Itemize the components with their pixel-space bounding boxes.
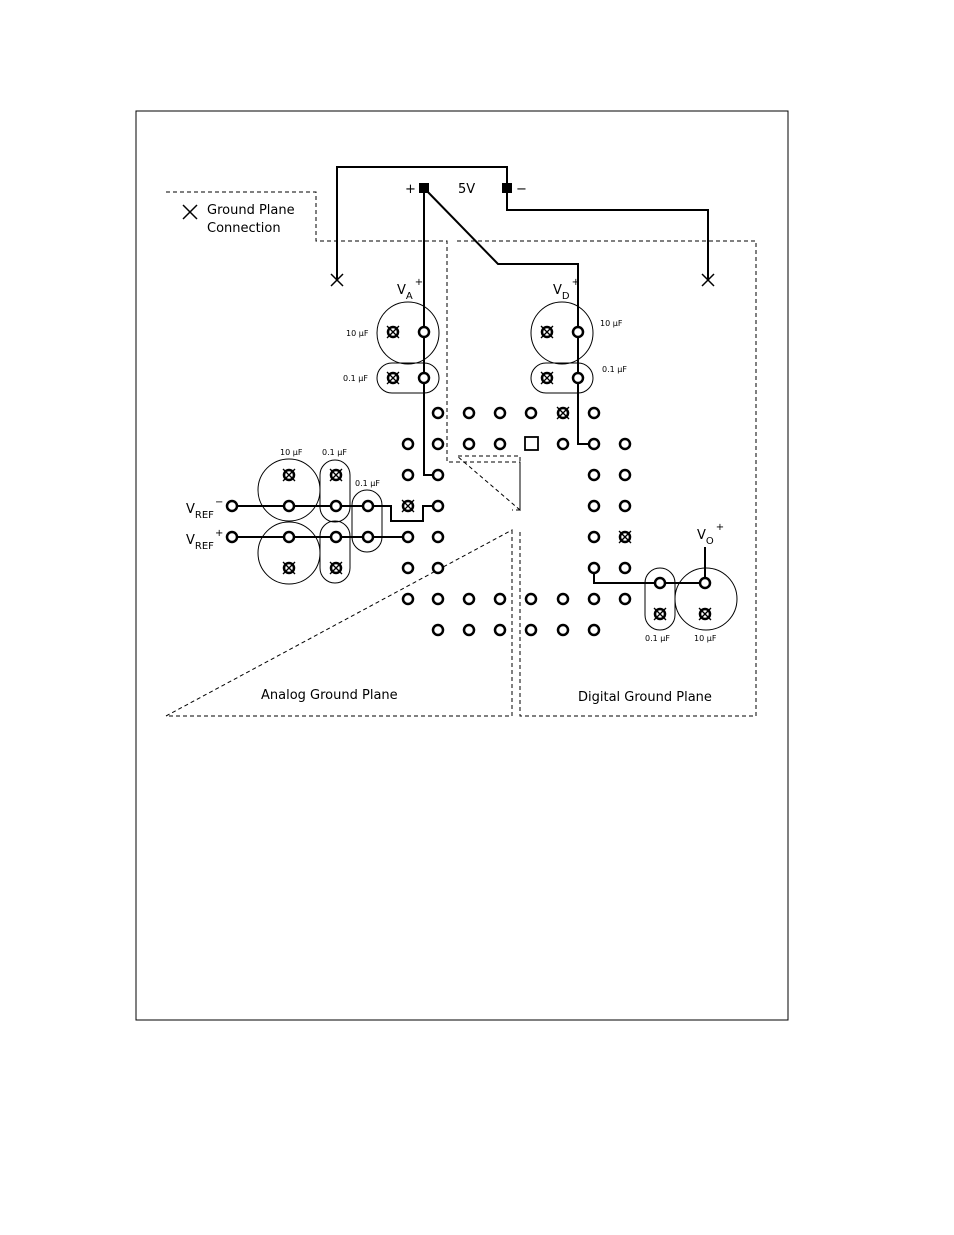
ground-via-icon <box>557 407 569 419</box>
pad <box>419 327 429 337</box>
ref-01uf-label-2: 0.1 µF <box>355 479 380 488</box>
pad <box>589 408 599 418</box>
figure-border <box>136 111 788 1020</box>
pad <box>526 408 536 418</box>
supply-plus-label: + <box>405 182 416 197</box>
pad <box>433 501 443 511</box>
pad <box>526 625 536 635</box>
pad <box>227 501 237 511</box>
supply-minus-terminal <box>502 183 512 193</box>
supply-plus-terminal <box>419 183 429 193</box>
vref-neg-label: VREF− <box>186 497 223 521</box>
pad <box>331 501 341 511</box>
vo-01uf-label: 0.1 µF <box>645 634 670 643</box>
supply-voltage-label: 5V <box>458 182 475 197</box>
pad <box>558 439 568 449</box>
pad <box>495 625 505 635</box>
pad <box>403 532 413 542</box>
ground-via-icon <box>330 562 342 574</box>
pin1-square-pad <box>525 437 538 450</box>
pad <box>589 439 599 449</box>
pad <box>589 594 599 604</box>
legend-line2: Connection <box>207 221 281 236</box>
pad <box>419 373 429 383</box>
pad <box>433 439 443 449</box>
pad <box>526 594 536 604</box>
ground-connection-icon <box>183 205 197 219</box>
va-label: VA+ <box>397 277 423 302</box>
pad <box>573 327 583 337</box>
pad <box>403 439 413 449</box>
pad <box>589 532 599 542</box>
ground-via-icon <box>654 608 666 620</box>
legend-line1: Ground Plane <box>207 203 295 218</box>
ground-via-icon <box>387 326 399 338</box>
vo-label: VO+ <box>697 522 724 547</box>
pad <box>495 439 505 449</box>
vd-01uf-label: 0.1 µF <box>602 365 627 374</box>
pad <box>464 439 474 449</box>
pad <box>464 408 474 418</box>
pads-group <box>227 326 711 635</box>
pad <box>433 594 443 604</box>
ground-via-icon <box>283 562 295 574</box>
ground-via-icon <box>541 372 553 384</box>
pad <box>558 625 568 635</box>
pad <box>433 408 443 418</box>
digital-ground-wire <box>507 188 708 280</box>
supply-minus-label: − <box>516 182 527 197</box>
ground-via-icon <box>283 469 295 481</box>
pad <box>464 594 474 604</box>
pad <box>433 563 443 573</box>
pad <box>620 470 630 480</box>
pad <box>433 532 443 542</box>
pad <box>589 470 599 480</box>
ground-via-icon <box>387 372 399 384</box>
pad <box>495 408 505 418</box>
va-10uf-label: 10 µF <box>346 329 369 338</box>
ground-via-icon <box>619 531 631 543</box>
ref-01uf-label: 0.1 µF <box>322 448 347 457</box>
vd-10uf-label: 10 µF <box>600 319 623 328</box>
vd-label: VD+ <box>553 277 580 302</box>
pad <box>363 501 373 511</box>
digital-ground-plane-outline <box>457 241 756 716</box>
va-01uf-label: 0.1 µF <box>343 374 368 383</box>
pad <box>589 625 599 635</box>
pad <box>331 532 341 542</box>
ground-via-icon <box>541 326 553 338</box>
pad <box>620 501 630 511</box>
pad <box>403 594 413 604</box>
pad <box>403 470 413 480</box>
vo-10uf-label: 10 µF <box>694 634 717 643</box>
digital-plane-label: Digital Ground Plane <box>578 690 712 705</box>
pad <box>433 625 443 635</box>
ground-via-icon <box>330 469 342 481</box>
pad <box>620 439 630 449</box>
pad <box>363 532 373 542</box>
pad <box>284 532 294 542</box>
pad <box>620 563 630 573</box>
analog-plane-label: Analog Ground Plane <box>261 688 398 703</box>
pad <box>284 501 294 511</box>
vo-trace <box>594 568 705 583</box>
pad <box>573 373 583 383</box>
vref-pos-label: VREF+ <box>186 528 223 552</box>
pad <box>227 532 237 542</box>
ref-10uf-label: 10 µF <box>280 448 303 457</box>
pad <box>464 625 474 635</box>
pad <box>655 578 665 588</box>
pad <box>558 594 568 604</box>
pad <box>495 594 505 604</box>
pad <box>403 563 413 573</box>
pad <box>700 578 710 588</box>
ground-via-icon <box>402 500 414 512</box>
pad <box>589 501 599 511</box>
pad <box>589 563 599 573</box>
vd-trace <box>424 188 594 444</box>
ground-via-icon <box>699 608 711 620</box>
pad <box>433 470 443 480</box>
pad <box>620 594 630 604</box>
